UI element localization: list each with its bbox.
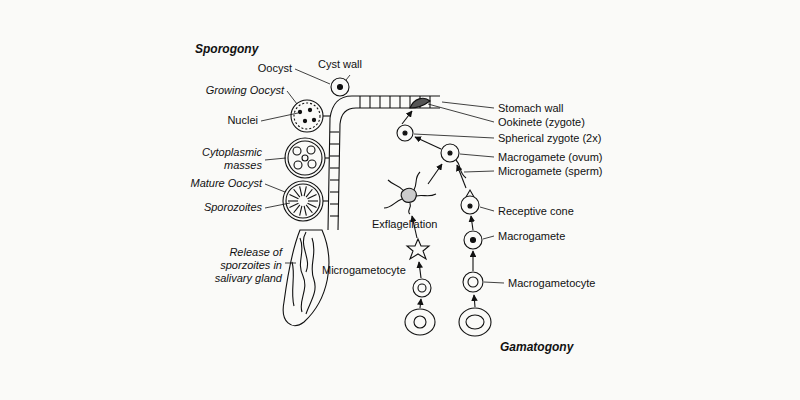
salivary-gland xyxy=(283,230,329,325)
part-label: Sporozoites xyxy=(204,201,262,214)
part-label: Macrogamete xyxy=(498,230,565,243)
wall-cell xyxy=(429,96,430,108)
macrogamete xyxy=(464,231,482,249)
wall-cell xyxy=(330,143,339,144)
stomach-wall xyxy=(328,96,440,230)
wall-cell xyxy=(330,179,339,180)
wall-cell xyxy=(330,155,339,156)
part-label: Microgametocyte xyxy=(322,264,406,277)
sporozoite xyxy=(308,200,318,201)
part-label: Macrogamete (ovum) xyxy=(498,151,603,164)
wall-cell xyxy=(399,96,400,108)
wall-cell xyxy=(330,215,339,216)
spherical-zygote xyxy=(397,125,413,141)
oocyst-cytoplasmic-masses xyxy=(285,138,329,178)
ookinete xyxy=(410,98,430,108)
sporozoite xyxy=(304,206,306,216)
part-label: Release of sporzoites in salivary gland xyxy=(182,246,282,286)
part-label: Growing Oocyst xyxy=(206,84,284,97)
sporozoite xyxy=(300,186,302,196)
oocyst xyxy=(331,78,349,96)
macrogamete-receptive-cone xyxy=(461,190,479,214)
wall-cell xyxy=(379,96,380,108)
sporozoite xyxy=(308,203,317,207)
part-label: Oocyst xyxy=(258,62,292,75)
part-label: Exflagellation xyxy=(372,218,437,231)
wall-cell xyxy=(369,96,370,108)
microgametocyte xyxy=(405,239,435,335)
wall-cell xyxy=(389,96,390,108)
part-label: Mature Oocyst xyxy=(190,177,262,190)
part-label: Ookinete (zygote) xyxy=(498,116,585,129)
part-label: Cytoplasmic masses xyxy=(190,146,262,172)
sporozoite xyxy=(300,206,302,216)
sporozoite xyxy=(306,205,312,213)
section-heading: Sporogony xyxy=(195,42,258,56)
part-label: Macrogametocyte xyxy=(508,277,595,290)
wall-cell xyxy=(330,167,339,168)
macrogamete-ovum xyxy=(441,144,466,178)
sporozoite xyxy=(289,203,298,207)
macrogametocyte xyxy=(459,272,491,336)
part-label: Stomach wall xyxy=(498,102,563,115)
section-heading: Gamatogony xyxy=(500,340,573,354)
mature-oocyst xyxy=(283,181,328,221)
growing-oocyst xyxy=(291,100,330,132)
wall-cell xyxy=(330,191,339,192)
cycle-arrow xyxy=(402,111,475,308)
sporozoite xyxy=(288,200,298,201)
sporozoite xyxy=(294,205,300,213)
part-label: Microgamete (sperm) xyxy=(498,165,603,178)
exflagellation xyxy=(384,172,436,214)
sporozoite xyxy=(289,194,298,198)
sporozoite xyxy=(304,186,306,196)
wall-cell xyxy=(330,131,339,132)
part-label: Spherical zygote (2x) xyxy=(498,132,601,145)
leader-line xyxy=(261,69,504,283)
part-label: Receptive cone xyxy=(498,205,574,218)
part-label: Cyst wall xyxy=(318,58,362,71)
sporozoite xyxy=(308,194,317,198)
part-label: Nuclei xyxy=(227,114,258,127)
sporozoite xyxy=(306,189,312,197)
wall-cell xyxy=(330,203,339,204)
wall-cell xyxy=(359,96,360,108)
sporozoite xyxy=(294,189,300,197)
